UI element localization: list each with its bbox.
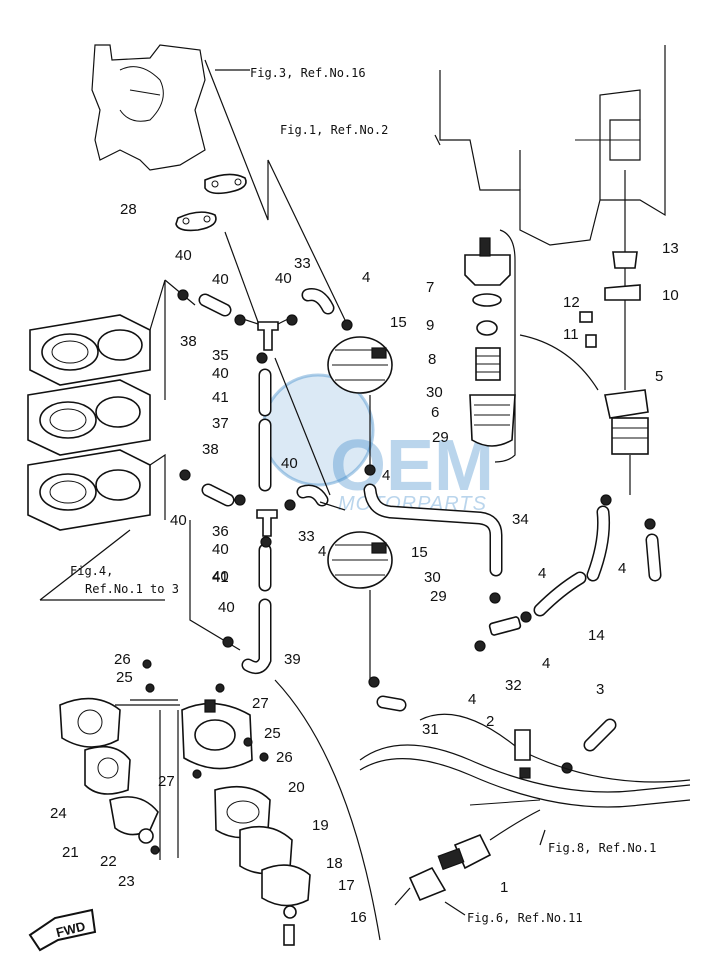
callout: 3 (596, 681, 604, 698)
callout: 15 (390, 314, 407, 331)
callout: 29 (430, 588, 447, 605)
callout: 38 (180, 333, 197, 350)
callout: 19 (312, 817, 329, 834)
callout: 4 (318, 543, 326, 560)
callout: 11 (563, 326, 579, 343)
callout: 4 (468, 691, 476, 708)
callout: 17 (338, 877, 355, 894)
callout: 12 (563, 294, 580, 311)
callout: 30 (424, 569, 441, 586)
watermark: OEM MOTORPARTS (261, 373, 494, 515)
fwd-arrow-icon: FWD (28, 908, 97, 952)
fuel-connector-icon (394, 729, 541, 906)
callout: 6 (431, 404, 439, 421)
callout: 15 (411, 544, 428, 561)
lower-pump-assembly (59, 659, 381, 946)
engine-block-outline (91, 44, 666, 246)
callout: 22 (100, 853, 117, 870)
callout: 1 (500, 879, 508, 896)
callout: 8 (428, 351, 436, 368)
reference-labels: Fig.3, Ref.No.16 Fig.1, Ref.No.2 Fig.4, … (70, 66, 656, 925)
callout: 23 (118, 873, 135, 890)
callout: 40 (212, 568, 229, 585)
callout: 41 (212, 569, 229, 586)
callout: 28 (120, 201, 137, 218)
callout: 40 (170, 512, 187, 529)
callout: 39 (284, 651, 301, 668)
callout: 4 (542, 655, 550, 672)
callout: 27 (252, 695, 269, 712)
callout: 33 (298, 528, 315, 545)
carburetor-stack (27, 279, 166, 531)
fuel-pump-icon (327, 336, 393, 680)
ref-fig1: Fig.1, Ref.No.2 (280, 123, 388, 137)
callout: 9 (426, 317, 434, 334)
callout: 32 (505, 677, 522, 694)
callout: 18 (326, 855, 343, 872)
callout: 24 (50, 805, 67, 822)
gasket-28 (175, 173, 247, 232)
callout: 13 (662, 240, 679, 257)
callout: 21 (62, 844, 79, 861)
callout: 40 (281, 455, 298, 472)
callout: 5 (655, 368, 663, 385)
watermark-title: OEM (330, 426, 494, 506)
clamp-icons (177, 289, 656, 774)
callout: 40 (212, 365, 229, 382)
callout: 16 (350, 909, 367, 926)
callout: 14 (588, 627, 605, 644)
callout: 7 (426, 279, 434, 296)
callout: 26 (276, 749, 293, 766)
callout: 37 (212, 415, 229, 432)
callout: 40 (212, 541, 229, 558)
callout: 26 (114, 651, 131, 668)
ref-fig8: Fig.8, Ref.No.1 (548, 841, 656, 855)
callout: 40 (218, 599, 235, 616)
callout: 36 (212, 523, 229, 540)
callout: 40 (212, 271, 229, 288)
callout: 30 (426, 384, 443, 401)
callout: 25 (264, 725, 281, 742)
callout: 34 (512, 511, 529, 528)
fuel-filter-icon (464, 229, 516, 463)
fuel-filter-5 (519, 170, 649, 495)
callout: 40 (175, 247, 192, 264)
callout: 4 (362, 269, 370, 286)
callout: 27 (158, 773, 175, 790)
callout-numbers: 28 40 33 4 40 40 15 38 35 40 7 9 8 6 13 … (50, 201, 679, 926)
callout: 29 (432, 429, 449, 446)
callout: 4 (382, 467, 390, 484)
callout: 25 (116, 669, 133, 686)
callout: 41 (212, 389, 229, 406)
callout: 4 (618, 560, 626, 577)
fwd-label: FWD (54, 918, 86, 940)
callout: 31 (422, 721, 439, 738)
callout: 40 (275, 270, 292, 287)
callout: 4 (538, 565, 546, 582)
callout: 2 (486, 713, 494, 730)
callout: 35 (212, 347, 229, 364)
hose-network (164, 59, 662, 774)
callout: 33 (294, 255, 311, 272)
callout: 20 (288, 779, 305, 796)
callout: 38 (202, 441, 219, 458)
callout: 10 (662, 287, 679, 304)
ref-fig4-line1: Fig.4, (70, 564, 113, 578)
ref-fig4-line2: Ref.No.1 to 3 (85, 582, 179, 596)
ref-fig6: Fig.6, Ref.No.11 (467, 911, 583, 925)
ref-fig3: Fig.3, Ref.No.16 (250, 66, 366, 80)
